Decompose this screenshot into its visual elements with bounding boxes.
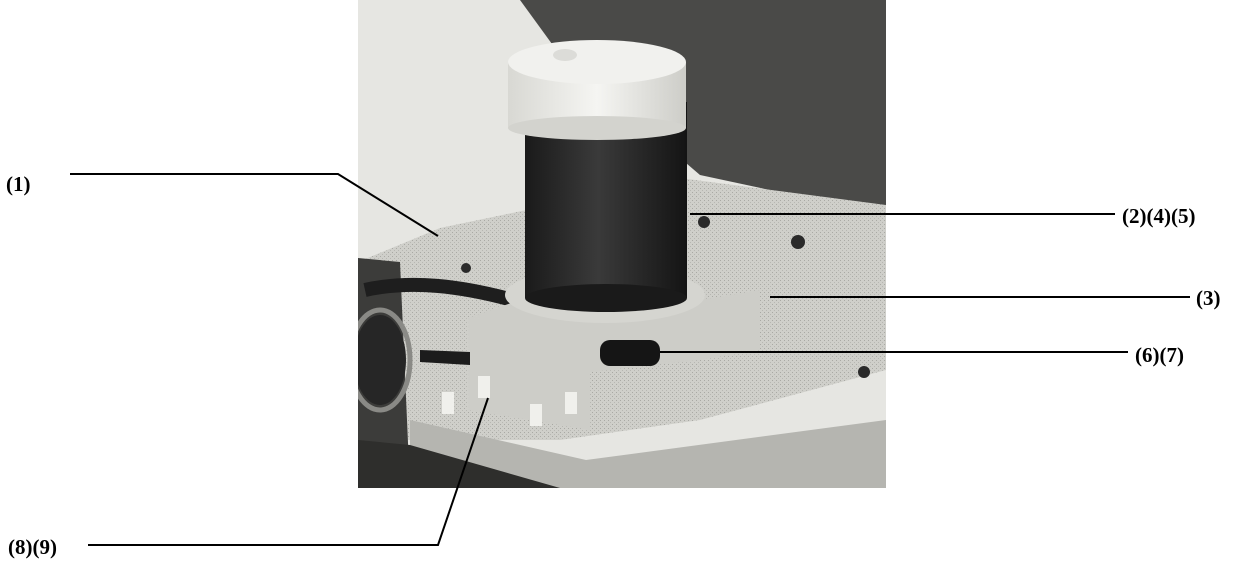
leader-line-1 [70, 173, 439, 237]
front-lower-frame [410, 420, 886, 488]
left-round-port-rim [358, 307, 413, 413]
callout-label-5: (8)(9) [8, 535, 57, 559]
post [565, 392, 577, 414]
callout-label-2: (2)(4)(5) [1122, 204, 1196, 228]
post [530, 404, 542, 426]
front-lower-dark [358, 440, 560, 488]
screw [698, 216, 710, 228]
bracket-shadow [420, 350, 470, 365]
equipment-photo [358, 0, 886, 488]
leader-line-5 [88, 397, 489, 546]
screw [461, 263, 471, 273]
callout-label-4: (6)(7) [1135, 343, 1184, 367]
motor-cap-bump [553, 49, 577, 61]
post [442, 392, 454, 414]
mounting-posts [442, 216, 870, 426]
motor-end-cap-edge [508, 116, 686, 140]
screw [858, 366, 870, 378]
screw [791, 235, 805, 249]
callout-label-3: (3) [1196, 286, 1221, 310]
callout-label-1: (1) [6, 172, 31, 196]
motor-end-cap-top [508, 40, 686, 84]
post [478, 376, 490, 398]
leader-lines [70, 173, 1190, 546]
cable [363, 277, 522, 309]
left-round-port [358, 315, 406, 405]
motor-body-bottom [525, 284, 687, 312]
shaft-coupling [600, 340, 660, 366]
